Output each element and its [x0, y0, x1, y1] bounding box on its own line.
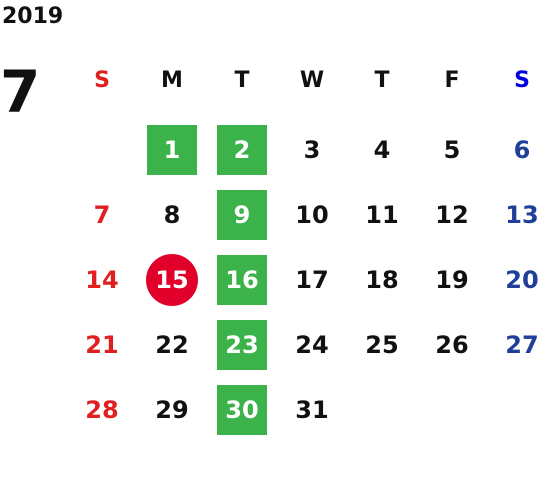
- day-cell[interactable]: 19: [417, 255, 487, 305]
- day-cell[interactable]: 14: [67, 255, 137, 305]
- day-number: 7: [93, 201, 111, 229]
- day-number: 25: [365, 331, 399, 359]
- day-cell[interactable]: 31: [277, 385, 347, 435]
- month-label: 7: [0, 58, 41, 126]
- day-number: 16: [217, 255, 267, 305]
- day-number: 23: [217, 320, 267, 370]
- day-cell[interactable]: 30: [207, 385, 277, 435]
- weekday-header: M: [161, 67, 183, 93]
- day-cell[interactable]: 22: [137, 320, 207, 370]
- day-number: 21: [85, 331, 119, 359]
- day-number: 24: [295, 331, 329, 359]
- weekday-header: T: [234, 67, 250, 93]
- day-cell[interactable]: 9: [207, 190, 277, 240]
- day-cell[interactable]: 17: [277, 255, 347, 305]
- day-number: 2: [217, 125, 267, 175]
- day-cell[interactable]: 6: [487, 125, 548, 175]
- day-number: 3: [303, 136, 321, 164]
- day-number: 1: [147, 125, 197, 175]
- day-cell[interactable]: 29: [137, 385, 207, 435]
- day-cell[interactable]: 26: [417, 320, 487, 370]
- day-number: 20: [505, 266, 539, 294]
- weekday-header: F: [444, 67, 460, 93]
- day-number: 10: [295, 201, 329, 229]
- day-number: 6: [513, 136, 531, 164]
- day-number: 9: [217, 190, 267, 240]
- day-cell[interactable]: 4: [347, 125, 417, 175]
- day-number: 19: [435, 266, 469, 294]
- day-number: 30: [217, 385, 267, 435]
- day-cell[interactable]: 10: [277, 190, 347, 240]
- day-number: 14: [85, 266, 119, 294]
- day-number: 27: [505, 331, 539, 359]
- day-cell[interactable]: 12: [417, 190, 487, 240]
- day-cell[interactable]: 2: [207, 125, 277, 175]
- day-number: 4: [373, 136, 391, 164]
- day-cell[interactable]: 1: [137, 125, 207, 175]
- weekday-header: W: [299, 67, 325, 93]
- day-cell[interactable]: 11: [347, 190, 417, 240]
- day-cell[interactable]: 20: [487, 255, 548, 305]
- day-cell[interactable]: 7: [67, 190, 137, 240]
- day-cell[interactable]: 28: [67, 385, 137, 435]
- weekday-header: S: [514, 67, 530, 93]
- day-number: 15: [146, 254, 198, 306]
- weekday-header: S: [94, 67, 110, 93]
- day-cell[interactable]: 18: [347, 255, 417, 305]
- day-number: 29: [155, 396, 189, 424]
- day-number: 17: [295, 266, 329, 294]
- weekday-header: T: [374, 67, 390, 93]
- day-number: 8: [163, 201, 181, 229]
- day-cell[interactable]: 21: [67, 320, 137, 370]
- year-label: 2019: [2, 4, 64, 29]
- day-cell[interactable]: 13: [487, 190, 548, 240]
- day-cell[interactable]: 5: [417, 125, 487, 175]
- day-cell[interactable]: 23: [207, 320, 277, 370]
- today-cell[interactable]: 15: [137, 254, 207, 306]
- day-number: 28: [85, 396, 119, 424]
- day-number: 18: [365, 266, 399, 294]
- day-cell[interactable]: 3: [277, 125, 347, 175]
- day-number: 22: [155, 331, 189, 359]
- day-number: 26: [435, 331, 469, 359]
- day-cell[interactable]: 27: [487, 320, 548, 370]
- day-cell[interactable]: 25: [347, 320, 417, 370]
- day-cell[interactable]: 8: [137, 190, 207, 240]
- day-number: 31: [295, 396, 329, 424]
- day-cell[interactable]: 24: [277, 320, 347, 370]
- day-number: 12: [435, 201, 469, 229]
- day-number: 13: [505, 201, 539, 229]
- day-number: 11: [365, 201, 399, 229]
- day-cell[interactable]: 16: [207, 255, 277, 305]
- day-number: 5: [443, 136, 461, 164]
